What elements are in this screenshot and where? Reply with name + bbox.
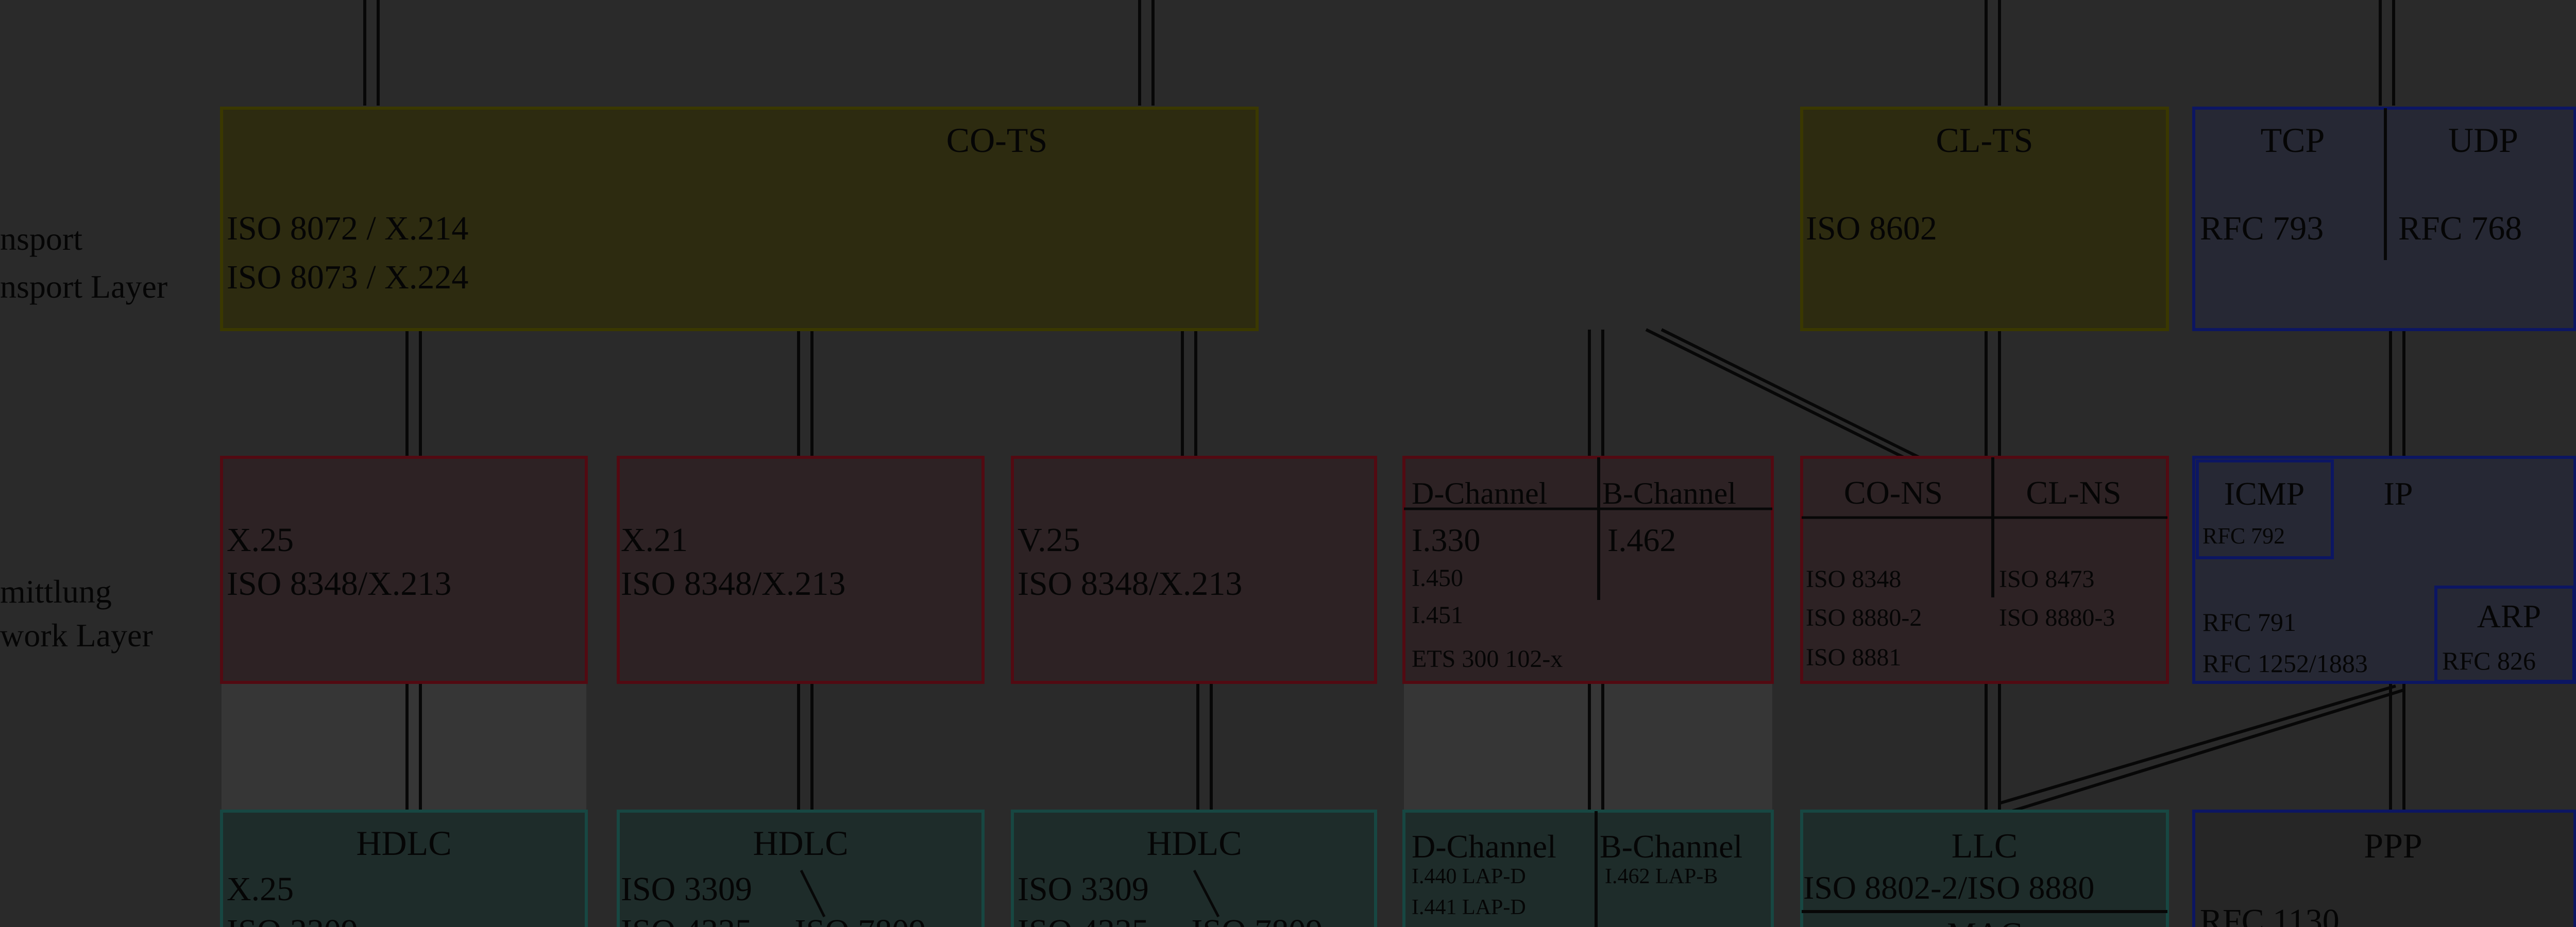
ppp-box: PPP RFC 1130 (2192, 810, 2576, 927)
ip-box: ICMP RFC 792 IP RFC 791 RFC 1252/1883 AR… (2192, 456, 2576, 684)
x25-line: X.25 (227, 521, 294, 559)
layer-label-line: nsport (0, 220, 82, 257)
arp-box (2434, 586, 2575, 683)
hdlc-line: ISO 3309 (621, 870, 752, 908)
isdn-d-line: I.330 (1412, 522, 1480, 558)
hdlc-title: HDLC (356, 823, 451, 863)
d-channel-title: D-Channel (1412, 828, 1556, 865)
isdn-network-box: D-Channel B-Channel I.330 I.450 I.451 ET… (1402, 456, 1774, 684)
hdlc-title: HDLC (753, 823, 848, 863)
hdlc-title: HDLC (1146, 823, 1242, 863)
cl-ts-line: ISO 8602 (1806, 210, 1937, 247)
x25-network-box: X.25 ISO 8348/X.213 (220, 456, 588, 684)
hdlc-x21-box: HDLC ISO 3309 ISO 4335 ... ISO 7809 (617, 810, 985, 927)
icmp-box (2196, 459, 2334, 559)
connector-line (1645, 328, 1905, 459)
isdn-data-link-box: D-Channel B-Channel I.440 LAP-D I.441 LA… (1402, 810, 1774, 927)
cl-ns-line: ISO 8473 (1999, 565, 2094, 593)
isdn-d-line: I.451 (1412, 602, 1463, 629)
layer-label-line: work Layer (0, 617, 153, 654)
layer-label-line: nsport Layer (0, 268, 167, 305)
ip-title: IP (2384, 475, 2413, 512)
ip-rfc: RFC 791 (2202, 608, 2296, 637)
arp-title: ARP (2477, 598, 2541, 634)
co-ts-box: CO-TS ISO 8072 / X.214 ISO 8073 / X.224 (220, 107, 1259, 331)
icmp-title: ICMP (2224, 475, 2305, 512)
isdn-d-line: ETS 300 102-x (1412, 645, 1563, 673)
udp-rfc: RFC 768 (2398, 210, 2522, 247)
llc-box: LLC ISO 8802-2/ISO 8880 MAC (1800, 810, 2169, 927)
x21-line: ISO 8348/X.213 (621, 565, 845, 603)
cl-ns-line: ISO 8880-3 (1999, 604, 2115, 631)
tcp-title: TCP (2261, 121, 2325, 160)
mac-title: MAC (1947, 916, 2022, 927)
ppp-title: PPP (2364, 826, 2422, 865)
hdlc-x25-box: HDLC X.25 ISO 3309 (220, 810, 588, 927)
co-ts-line: ISO 8073 / X.224 (227, 259, 468, 296)
isdn-l2-line: I.441 LAP-D (1412, 896, 1526, 919)
hdlc-line: ISO 3309 (227, 913, 358, 927)
co-ns-line: ISO 8880-2 (1806, 604, 1922, 631)
layer-label-line: mittlung (0, 573, 112, 610)
connector-line (1998, 684, 2396, 805)
ip-rfc: RFC 1252/1883 (2202, 649, 2368, 678)
udp-title: UDP (2448, 121, 2518, 160)
connector-line (1660, 328, 1920, 459)
co-ts-line: ISO 8072 / X.214 (227, 210, 468, 247)
d-channel-title: D-Channel (1412, 476, 1547, 510)
isdn-l2-line: I.462 LAP-B (1605, 865, 1718, 888)
co-ns-line: ISO 8348 (1806, 565, 1901, 593)
llc-title: LLC (1952, 826, 2018, 865)
hdlc-v25-box: HDLC ISO 3309 ISO 4335 ... ISO 7809 (1011, 810, 1377, 927)
cl-ts-title: CL-TS (1936, 121, 2033, 160)
hdlc-line: ISO 4335 ... ISO 7809 (621, 913, 926, 927)
network-layer-label: mittlung work Layer (0, 573, 153, 654)
co-ns-line: ISO 8881 (1806, 644, 1901, 671)
v25-network-box: V.25 ISO 8348/X.213 (1011, 456, 1377, 684)
v25-line: ISO 8348/X.213 (1018, 565, 1242, 603)
cl-ts-box: CL-TS ISO 8602 (1800, 107, 2169, 331)
hdlc-line: ISO 3309 (1018, 870, 1149, 908)
transport-layer-label: nsport nsport Layer (0, 220, 167, 305)
b-channel-title: B-Channel (1600, 828, 1742, 865)
icmp-rfc: RFC 792 (2202, 523, 2285, 548)
isdn-d-line: I.450 (1412, 564, 1463, 592)
ppp-line: RFC 1130 (2200, 902, 2340, 927)
co-ts-title: CO-TS (946, 121, 1047, 160)
x21-network-box: X.21 ISO 8348/X.213 (617, 456, 985, 684)
hdlc-line: ISO 4335 ... ISO 7809 (1018, 913, 1323, 927)
tcp-rfc: RFC 793 (2200, 210, 2324, 247)
co-cl-ns-box: CO-NS CL-NS ISO 8348 ISO 8880-2 ISO 8881… (1800, 456, 2169, 684)
isdn-b-line: I.462 (1607, 522, 1676, 558)
co-ns-title: CO-NS (1844, 474, 1943, 511)
x21-line: X.21 (621, 521, 688, 559)
v25-line: V.25 (1018, 521, 1080, 559)
cl-ns-title: CL-NS (2026, 474, 2122, 511)
isdn-l2-line: I.440 LAP-D (1412, 865, 1526, 888)
x25-line: ISO 8348/X.213 (227, 565, 451, 603)
tcp-udp-box: TCP RFC 793 UDP RFC 768 (2192, 107, 2576, 331)
llc-line: ISO 8802-2/ISO 8880 (1803, 869, 2094, 906)
connector-line (2006, 689, 2404, 814)
hdlc-line: X.25 (227, 870, 294, 908)
gray-band (222, 684, 586, 810)
arp-rfc: RFC 826 (2442, 646, 2536, 675)
b-channel-title: B-Channel (1602, 476, 1736, 510)
